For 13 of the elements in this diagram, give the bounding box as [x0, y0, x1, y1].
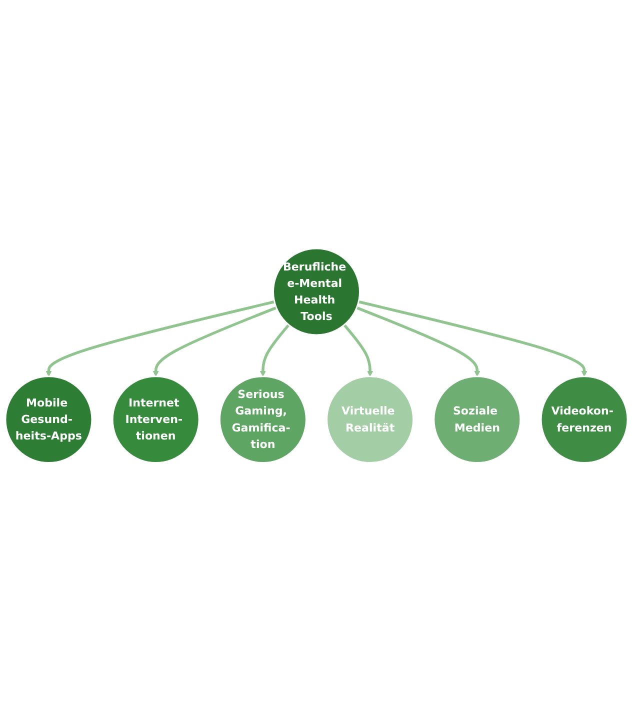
node-circle: Soziale Medien [433, 376, 522, 464]
node-circle: Internet Interven- tionen [112, 376, 200, 464]
node-circle: Videokon- ferenzen [540, 376, 628, 464]
arrow [152, 306, 277, 376]
arrow [343, 324, 374, 376]
arrow [358, 300, 588, 376]
node-circle: Mobile Gesund- heits-Apps [4, 376, 93, 464]
node-circle: Serious Gaming, Gamifica- tion [219, 376, 307, 464]
arrow [46, 300, 275, 376]
node-circle: Berufliche e-Mental Health Tools [272, 248, 360, 336]
arrow [356, 306, 480, 376]
node-circle: Virtuelle Realität [326, 376, 414, 464]
arrow [260, 324, 290, 376]
